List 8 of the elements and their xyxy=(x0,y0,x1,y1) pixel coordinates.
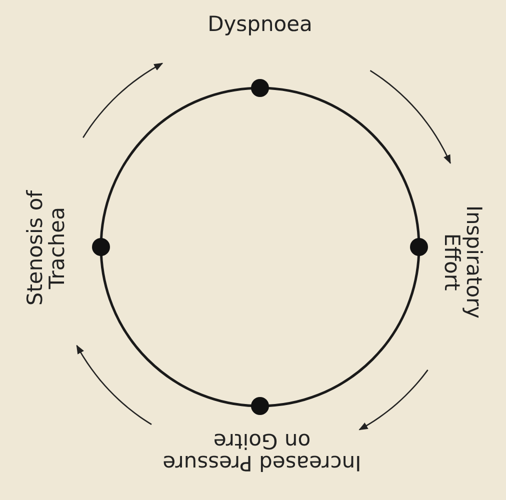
curved-arrow xyxy=(76,344,152,425)
curved-arrow xyxy=(370,70,451,164)
curved-arrow xyxy=(358,370,428,430)
cycle-label: Dyspnoea xyxy=(208,12,312,36)
curved-arrow xyxy=(82,62,164,138)
cycle-label: Increased Pressure on Goitre xyxy=(154,430,370,474)
cycle-label: Stenosis of Trachea xyxy=(24,188,68,308)
cycle-label: Inspiratory Effort xyxy=(440,199,486,325)
